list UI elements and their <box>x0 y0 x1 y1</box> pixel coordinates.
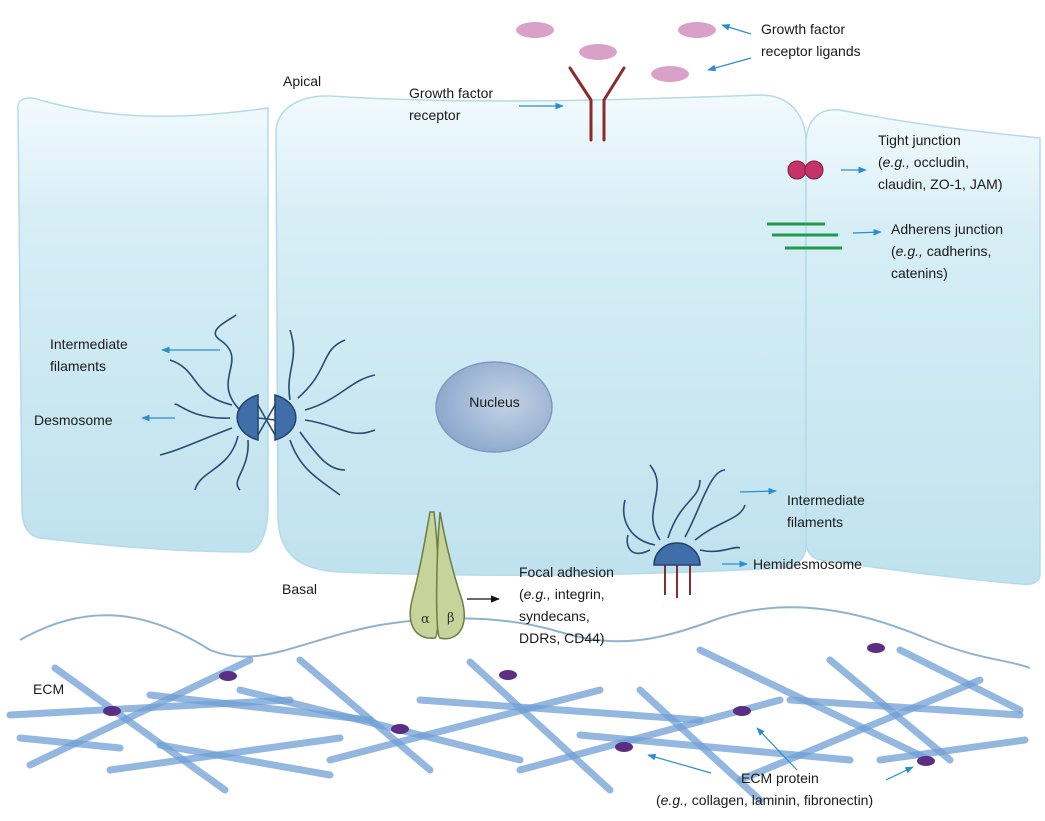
desmosome-left-plaque <box>236 394 259 441</box>
ecm-protein-examples: (e.g., collagen, laminin, fibronectin) <box>656 792 874 808</box>
desmosome-right-plaque <box>274 394 297 441</box>
annotation-arrows <box>141 24 914 781</box>
left-cell <box>17 97 269 553</box>
tight-junction <box>787 160 824 180</box>
tight-junction-label: Tight junction (e.g., occludin, claudin,… <box>878 132 1003 192</box>
ecm-fibers <box>6 646 1029 804</box>
growth-factor-ligands <box>516 22 716 82</box>
nucleus <box>435 361 553 453</box>
growth-factor-receptor-label: Growth factor receptor <box>409 85 494 123</box>
ecm-protein-title: ECM protein <box>741 770 819 786</box>
apical-label: Apical <box>283 73 322 89</box>
right-cell <box>805 109 1041 586</box>
focal-adhesion-label: Focal adhesion (e.g., integrin, syndecan… <box>519 564 614 646</box>
center-cell <box>275 94 807 576</box>
hemidesmosome-label: Hemidesmosome <box>753 556 862 572</box>
adherens-junction <box>767 222 842 250</box>
growth-factor-ligands-label: Growth factor receptor ligands <box>761 21 861 59</box>
nucleus-label: Nucleus <box>469 394 520 410</box>
basement-membrane <box>19 606 1031 669</box>
hemidesmosome-anchors <box>664 560 691 598</box>
integrin-beta <box>435 511 465 640</box>
integrin-alpha-label: α <box>421 612 430 627</box>
adherens-junction-label: Adherens junction (e.g., cadherins, cate… <box>891 221 1004 281</box>
desmosome-filaments <box>159 314 376 496</box>
ecm-label: ECM <box>33 681 65 697</box>
intermediate-filaments-left-label: Intermediate filaments <box>50 336 128 374</box>
integrin-beta-label: β <box>447 611 455 626</box>
hemidesmosome-plaque <box>653 542 701 566</box>
intermediate-filaments-right-label: Intermediate filaments <box>787 492 865 530</box>
desmosome-label: Desmosome <box>34 412 113 428</box>
ecm-protein-dots <box>103 643 935 766</box>
hemidesmosome-filaments <box>623 464 746 555</box>
growth-factor-receptor <box>568 66 626 142</box>
basal-label: Basal <box>282 581 318 597</box>
